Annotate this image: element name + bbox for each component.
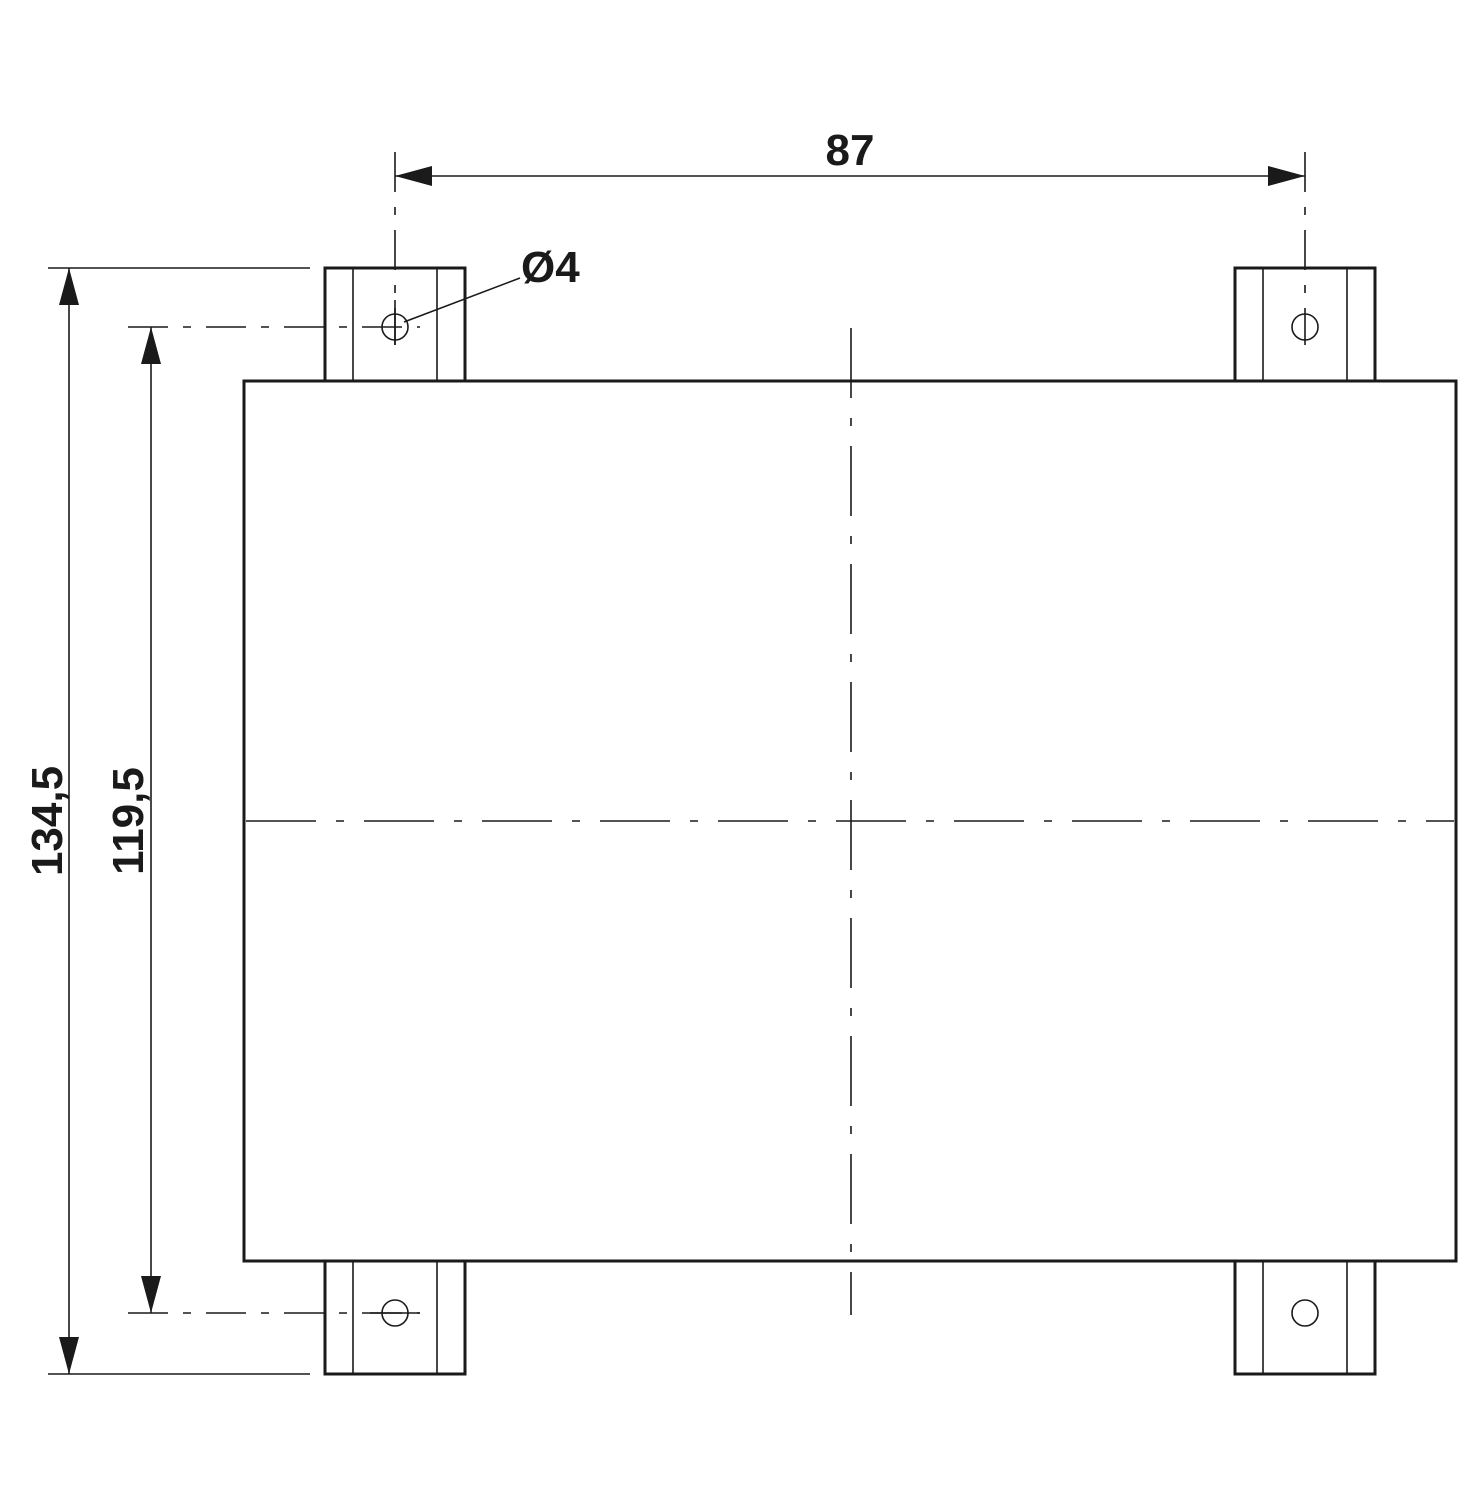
dimension-label-diameter: Ø4 bbox=[521, 243, 580, 292]
mounting-tab-bottom-right bbox=[1233, 1261, 1377, 1376]
dimension-label-119-5: 119,5 bbox=[104, 767, 153, 875]
dimension-134-5: 134,5 bbox=[23, 268, 79, 1374]
dimension-119-5: 119,5 bbox=[104, 327, 161, 1313]
dimension-87: 87 bbox=[395, 126, 1305, 186]
mounting-hole-bottom-right bbox=[1291, 1299, 1319, 1327]
dimension-label-134-5: 134,5 bbox=[23, 766, 72, 876]
dimension-label-87: 87 bbox=[826, 126, 875, 175]
dimension-hole-diameter: Ø4 bbox=[403, 243, 580, 323]
mounting-tab-bottom-left bbox=[323, 1261, 467, 1376]
housing-body bbox=[242, 379, 1458, 1263]
